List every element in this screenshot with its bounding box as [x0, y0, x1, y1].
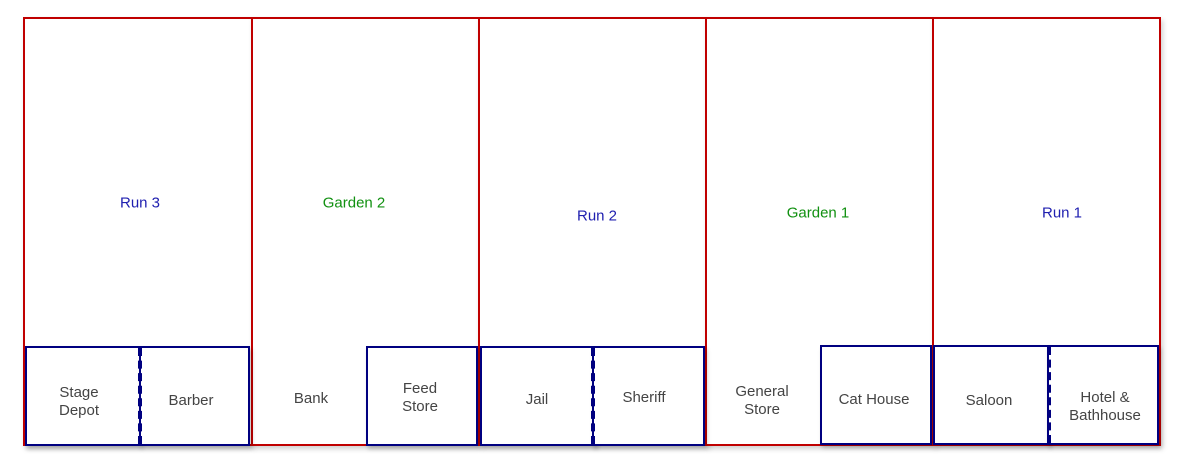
label-feed-store: Feed Store	[402, 380, 438, 415]
label-cat-house: Cat House	[838, 391, 910, 408]
plot-label-run-2: Run 2	[576, 207, 618, 225]
shared-wall-divider	[591, 348, 595, 444]
label-barber: Barber	[168, 392, 214, 409]
label-general-store: General Store	[735, 383, 789, 418]
building-jail	[480, 346, 596, 446]
label-saloon: Saloon	[965, 392, 1013, 409]
label-sheriff: Sheriff	[622, 389, 666, 406]
label-stage-depot: Stage Depot	[58, 384, 100, 419]
shared-wall-divider	[138, 348, 142, 444]
plot-label-garden-2: Garden 2	[322, 194, 386, 212]
label-jail: Jail	[525, 391, 549, 408]
building-stage-depot	[25, 346, 141, 446]
plot-label-run-1: Run 1	[1041, 204, 1083, 222]
building-sheriff	[592, 346, 705, 446]
building-feed-store	[366, 346, 478, 446]
plot-label-run-3: Run 3	[119, 194, 161, 212]
label-bank: Bank	[293, 390, 329, 407]
building-saloon	[933, 345, 1050, 445]
label-hotel-bathhouse: Hotel & Bathhouse	[1069, 389, 1141, 424]
building-cat-house	[820, 345, 932, 445]
shared-wall-divider	[1047, 347, 1051, 443]
plot-label-garden-1: Garden 1	[786, 204, 850, 222]
